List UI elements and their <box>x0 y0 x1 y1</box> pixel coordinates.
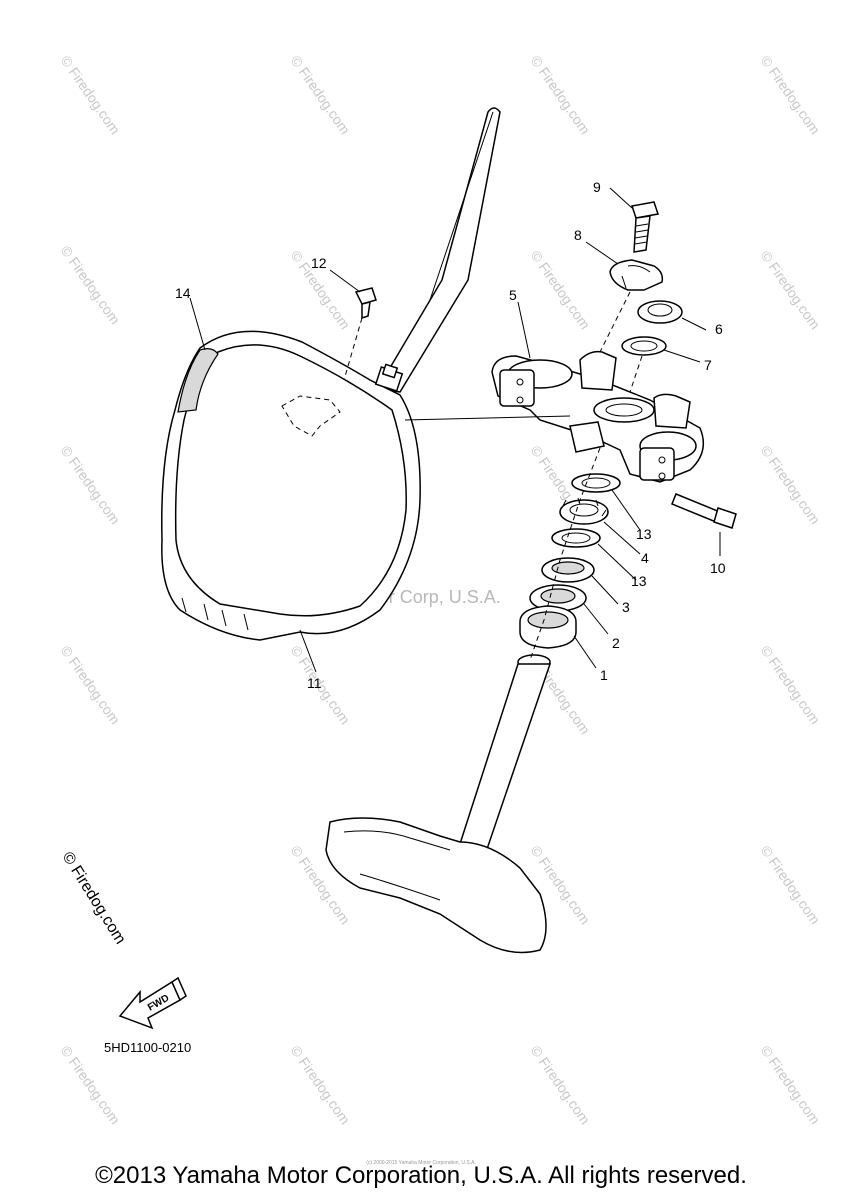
label-part-9: 9 <box>593 179 601 195</box>
label-part-1: 1 <box>600 667 608 683</box>
copyright-text: ©2013 Yamaha Motor Corporation, U.S.A. A… <box>95 1162 747 1189</box>
fwd-arrow: FWD <box>118 976 187 1030</box>
nut-6 <box>637 300 683 324</box>
watermark-tile: © Firedog.com <box>58 643 124 728</box>
washer-13-lower <box>551 528 601 548</box>
washer-7 <box>621 336 667 356</box>
assembly-axis <box>529 447 601 661</box>
number-plate-panel <box>174 344 407 617</box>
label-part-7: 7 <box>704 357 712 373</box>
leader-lines <box>189 187 721 673</box>
watermark-tile: © Firedog.com <box>528 53 594 138</box>
steering-stem <box>325 654 552 954</box>
label-part-14: 14 <box>175 285 191 301</box>
watermark-tile: © Firedog.com <box>758 443 824 528</box>
label-part-3: 3 <box>622 599 630 615</box>
label-part-10: 10 <box>710 560 726 576</box>
part-labels: 3 2 1 4 5 6 7 8 9 10 11 12 13 13 14 <box>175 179 726 691</box>
clamp-cap-8 <box>595 259 664 361</box>
label-part-2: 2 <box>612 635 620 651</box>
side-watermark: © Firedog.com <box>59 849 129 947</box>
watermark-tile: © Firedog.com <box>758 843 824 928</box>
plate-to-clamp-line <box>404 415 571 421</box>
seal-3 <box>541 557 595 583</box>
label-part-11: 11 <box>307 675 322 691</box>
label-part-5: 5 <box>509 287 517 303</box>
number-plate-shade <box>177 348 219 413</box>
diagram-code: 5HD1100-0210 <box>104 1040 191 1055</box>
washer-13-upper <box>571 473 621 493</box>
watermark-tile: © Firedog.com <box>758 248 824 333</box>
watermark-tile: © Firedog.com <box>288 53 354 138</box>
watermark-tile: © Firedog.com <box>758 1043 824 1128</box>
screw-12 <box>343 287 377 381</box>
watermark-tile: © Firedog.com <box>758 53 824 138</box>
bolt-9 <box>631 201 659 253</box>
small-note: (c) 2000-2015 Yamaha Motor Corporation, … <box>366 1160 476 1166</box>
watermark-tile: © Firedog.com <box>288 1043 354 1128</box>
label-part-4: 4 <box>641 550 649 566</box>
watermark-tile: © Firedog.com <box>528 248 594 333</box>
watermark-tile: © Firedog.com <box>58 443 124 528</box>
label-part-6: 6 <box>715 321 723 337</box>
number-plate <box>161 107 501 641</box>
watermark-tile: © Firedog.com <box>58 1043 124 1128</box>
label-part-8: 8 <box>574 227 582 243</box>
label-part-12: 12 <box>311 255 327 271</box>
ring-nut-4 <box>559 497 609 525</box>
label-part-13-upper: 13 <box>636 526 652 542</box>
watermark-tile: © Firedog.com <box>528 1043 594 1128</box>
hidden-clamp-outline <box>281 395 341 437</box>
bearing-1 <box>519 605 577 649</box>
watermark-tile: © Firedog.com <box>58 243 124 328</box>
number-plate-strap <box>376 107 501 393</box>
watermark-tile: © Firedog.com <box>758 643 824 728</box>
upper-triple-clamp-5 <box>491 350 705 483</box>
label-part-13-lower: 13 <box>631 573 647 589</box>
watermark-tile: © Firedog.com <box>58 53 124 138</box>
bolt-10 <box>671 493 737 529</box>
